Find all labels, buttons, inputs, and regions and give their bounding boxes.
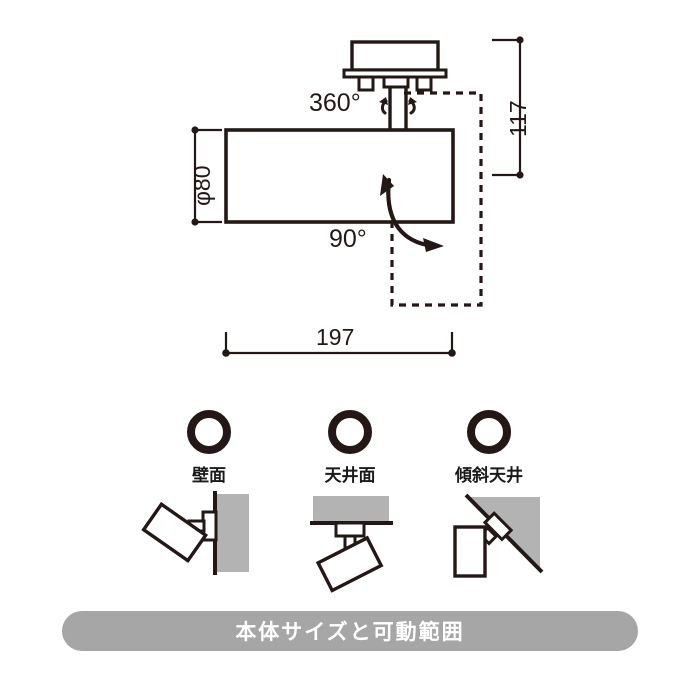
ceiling-fixture-body (315, 535, 384, 593)
sloped-fixture-body (453, 525, 487, 578)
wall-mount-illustration (141, 491, 249, 575)
bracket-foot-left (357, 75, 375, 92)
movement-envelope-dashed (390, 91, 483, 307)
circle-mark-ceiling-icon (328, 410, 372, 454)
mount-bracket (342, 40, 448, 131)
rotation-360-arrowheads (379, 97, 417, 105)
rotation-90-label: 90° (329, 225, 367, 253)
dimension-height-dot-bottom (516, 171, 524, 179)
wall-surface (216, 494, 249, 572)
circle-mark-sloped-ceiling-icon (467, 410, 511, 454)
circle-mark-wall-icon (187, 410, 231, 454)
dimension-diameter (193, 128, 222, 224)
dimension-length-label: 197 (316, 324, 355, 350)
ceiling-bracket-plate (334, 521, 366, 538)
bracket-collar (382, 75, 410, 89)
wall-fixture-body (141, 501, 209, 563)
rotation-90-arc (386, 177, 430, 248)
ceiling-surface (313, 496, 389, 522)
sloped-ceiling-mount-illustration (453, 493, 544, 578)
dimension-diameter-dot-bottom (191, 218, 199, 226)
mount-option-label-wall: 壁面 (192, 466, 226, 486)
ceiling-mount-illustration (310, 496, 393, 593)
dimension-height-dot-top (516, 36, 524, 44)
caption-banner: 本体サイズと可動範囲 (62, 611, 638, 651)
dimension-height (492, 38, 522, 177)
fixture-body (224, 128, 455, 224)
sloped-bracket-plate (482, 511, 514, 542)
dimension-diameter-dot-top (191, 126, 199, 134)
rotation-360-label: 360° (309, 89, 361, 117)
dimension-length-dot-right (448, 349, 456, 357)
bracket-foot-right (415, 75, 433, 92)
rotation-90-arrowhead-top (380, 174, 394, 196)
mount-option-label-ceiling: 天井面 (324, 466, 376, 486)
caption-banner-text: 本体サイズと可動範囲 (235, 620, 465, 644)
dimension-length-dot-left (222, 349, 230, 357)
bracket-housing (350, 40, 440, 72)
mount-option-label-sloped-ceiling: 傾斜天井 (455, 466, 523, 486)
rotation-90-arrowhead-bottom (423, 238, 444, 252)
